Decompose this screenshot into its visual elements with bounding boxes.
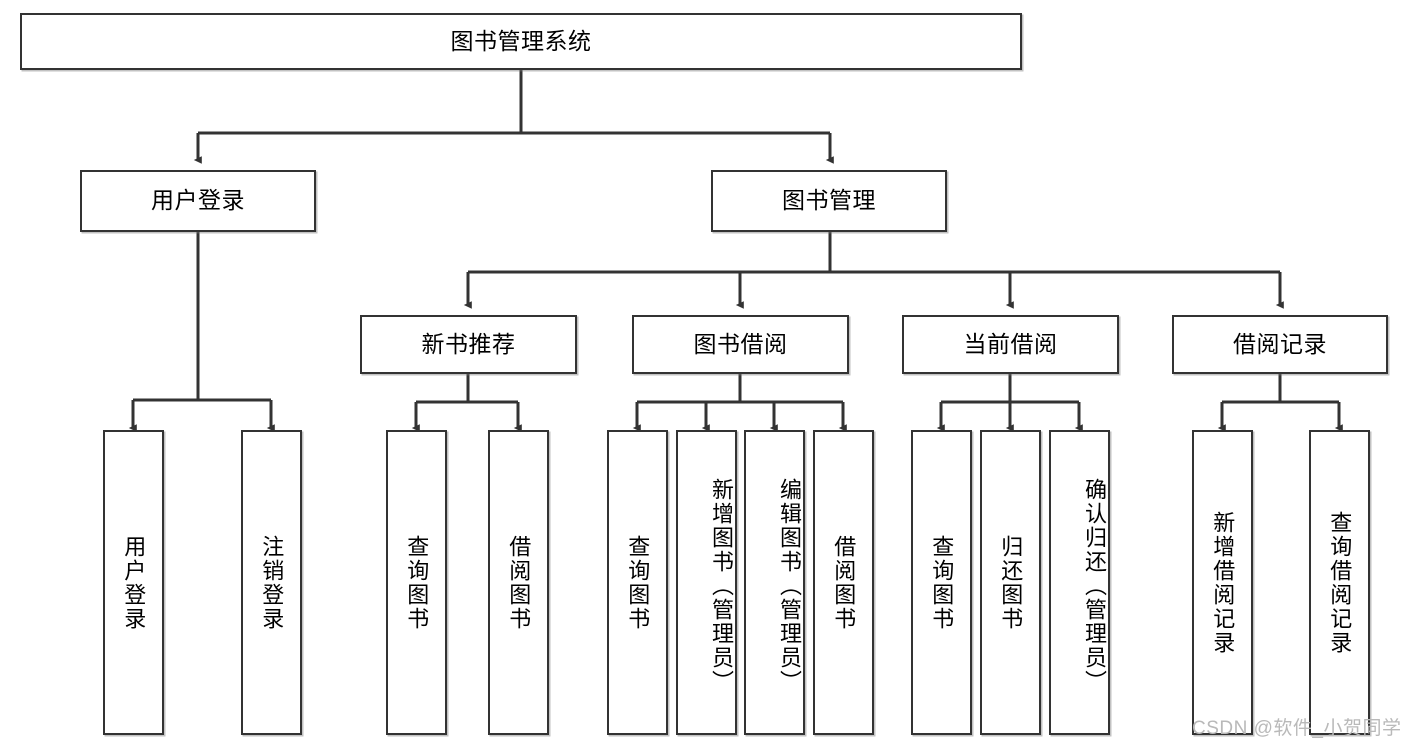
leaf-current-borrow-confirm-return[interactable]: 确认归还（管理员） [1049, 430, 1110, 735]
leaf-book-borrow-add[interactable]: 新增图书（管理员） [676, 430, 737, 735]
csdn-watermark: CSDN @软件_小贺同学 [1192, 718, 1402, 739]
leaf-book-borrow-lend[interactable]: 借阅图书 [813, 430, 874, 735]
leaf-new-book-borrow[interactable]: 借阅图书 [488, 430, 549, 735]
leaf-borrow-record-query[interactable]: 查询借阅记录 [1309, 430, 1370, 735]
leaf-book-borrow-edit[interactable]: 编辑图书（管理员） [744, 430, 805, 735]
node-book-management[interactable]: 图书管理 [711, 170, 947, 232]
leaf-current-borrow-return[interactable]: 归还图书 [980, 430, 1041, 735]
leaf-user-login-signout[interactable]: 注销登录 [241, 430, 302, 735]
leaf-user-login-signin[interactable]: 用户登录 [103, 430, 164, 735]
node-current-borrow[interactable]: 当前借阅 [902, 315, 1119, 374]
node-user-login[interactable]: 用户登录 [80, 170, 316, 232]
leaf-new-book-query[interactable]: 查询图书 [386, 430, 447, 735]
node-root-system[interactable]: 图书管理系统 [20, 13, 1022, 70]
node-borrow-record[interactable]: 借阅记录 [1172, 315, 1388, 374]
node-book-borrow[interactable]: 图书借阅 [632, 315, 849, 374]
leaf-book-borrow-query[interactable]: 查询图书 [607, 430, 668, 735]
leaf-current-borrow-query[interactable]: 查询图书 [911, 430, 972, 735]
leaf-borrow-record-add[interactable]: 新增借阅记录 [1192, 430, 1253, 735]
node-new-book-recommend[interactable]: 新书推荐 [360, 315, 577, 374]
